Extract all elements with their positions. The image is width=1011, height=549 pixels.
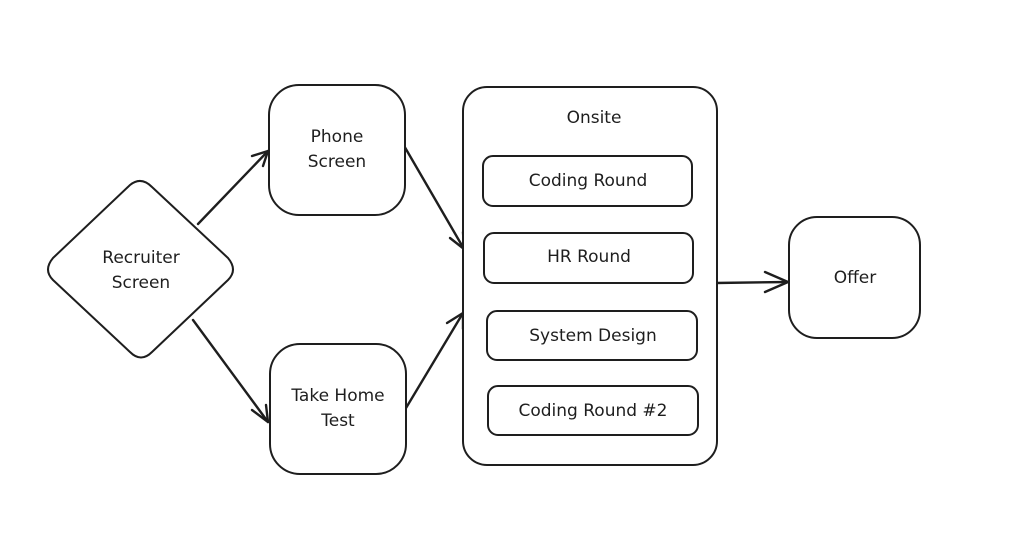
edge-onsite-to-offer: [713, 270, 790, 294]
edge-recruiter-to-takehome: [191, 318, 270, 424]
edge-phone-to-onsite: [401, 142, 466, 251]
rounded-rect-shape: [269, 343, 407, 475]
node-label: Coding Round #2: [518, 401, 667, 421]
edge-recruiter-to-phone: [196, 149, 270, 226]
node-system-design[interactable]: System Design: [486, 310, 698, 361]
node-label: HR Round: [547, 247, 631, 267]
node-label-line: Take Home: [290, 386, 384, 406]
rounded-rect-shape: [487, 385, 699, 436]
arrowhead-icon: [250, 403, 270, 424]
group-title: Onsite: [567, 108, 622, 128]
node-label: System Design: [529, 326, 657, 346]
node-onsite-group[interactable]: Onsite Coding Round HR Round System Desi…: [462, 86, 718, 466]
rounded-rect-shape: [788, 216, 921, 339]
edge-takehome-to-onsite: [404, 311, 465, 410]
diamond-shape: [47, 180, 234, 359]
node-label-line: Test: [320, 411, 355, 431]
node-label-line: Phone: [311, 127, 364, 147]
node-coding-round-2[interactable]: Coding Round #2: [487, 385, 699, 436]
rounded-rect-shape: [268, 84, 406, 216]
node-label: Coding Round: [529, 171, 648, 191]
arrowhead-icon: [448, 230, 466, 251]
node-coding-round[interactable]: Coding Round: [482, 155, 693, 207]
rounded-rect-shape: [483, 232, 694, 284]
node-label-line: Offer: [834, 268, 877, 288]
node-label-line: Screen: [112, 273, 170, 293]
rounded-rect-shape: [486, 310, 698, 361]
node-offer[interactable]: Offer: [788, 216, 921, 339]
rounded-rect-shape: [482, 155, 693, 207]
node-label-line: Recruiter: [102, 248, 179, 268]
node-take-home-test[interactable]: Take Home Test: [269, 343, 407, 475]
node-phone-screen[interactable]: Phone Screen: [268, 84, 406, 216]
node-recruiter-screen[interactable]: Recruiter Screen: [47, 180, 234, 359]
node-label-line: Screen: [308, 152, 366, 172]
node-hr-round[interactable]: HR Round: [483, 232, 694, 284]
